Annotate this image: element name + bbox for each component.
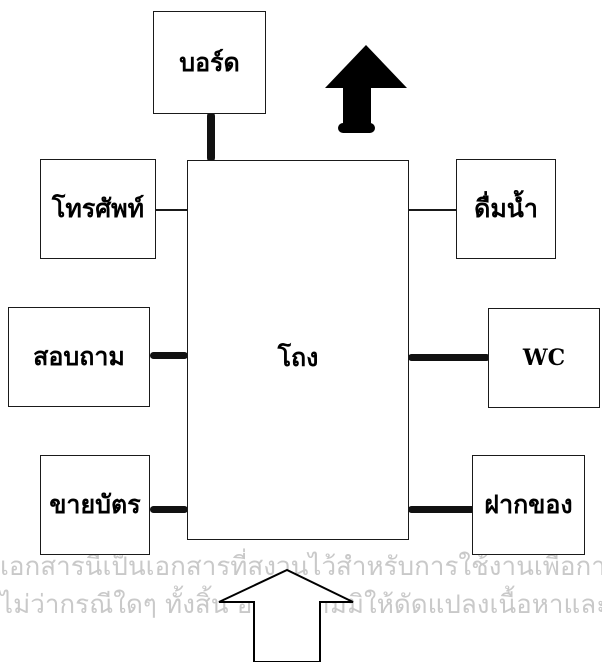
drink-label: ดื่มน้ำ [474, 194, 538, 223]
ticket-label: ขายบัตร [49, 490, 141, 519]
hall-box: โถง [187, 160, 409, 540]
deposit-box: ฝากของ [472, 455, 585, 555]
board-label: บอร์ด [179, 47, 240, 77]
connector-drink [408, 209, 456, 211]
phone-box: โทรศัพท์ [40, 159, 156, 259]
board-box: บอร์ด [153, 11, 266, 114]
inquiry-box: สอบถาม [8, 307, 150, 407]
connector-inquiry [150, 352, 188, 359]
entrance-arrow-icon [218, 568, 354, 662]
deposit-label: ฝากของ [484, 490, 573, 519]
connector-wc [408, 354, 490, 361]
connector-deposit [408, 506, 475, 513]
phone-label: โทรศัพท์ [51, 194, 145, 223]
wc-box: WC [488, 308, 600, 408]
ticket-box: ขายบัตร [40, 455, 150, 555]
wc-label: WC [522, 345, 566, 371]
connector-phone [156, 209, 188, 211]
drink-box: ดื่มน้ำ [456, 159, 556, 259]
connector-ticket [150, 506, 188, 513]
exit-arrow-icon [325, 45, 407, 133]
connector-board [207, 112, 215, 162]
hall-label: โถง [277, 343, 319, 372]
inquiry-label: สอบถาม [33, 342, 125, 371]
